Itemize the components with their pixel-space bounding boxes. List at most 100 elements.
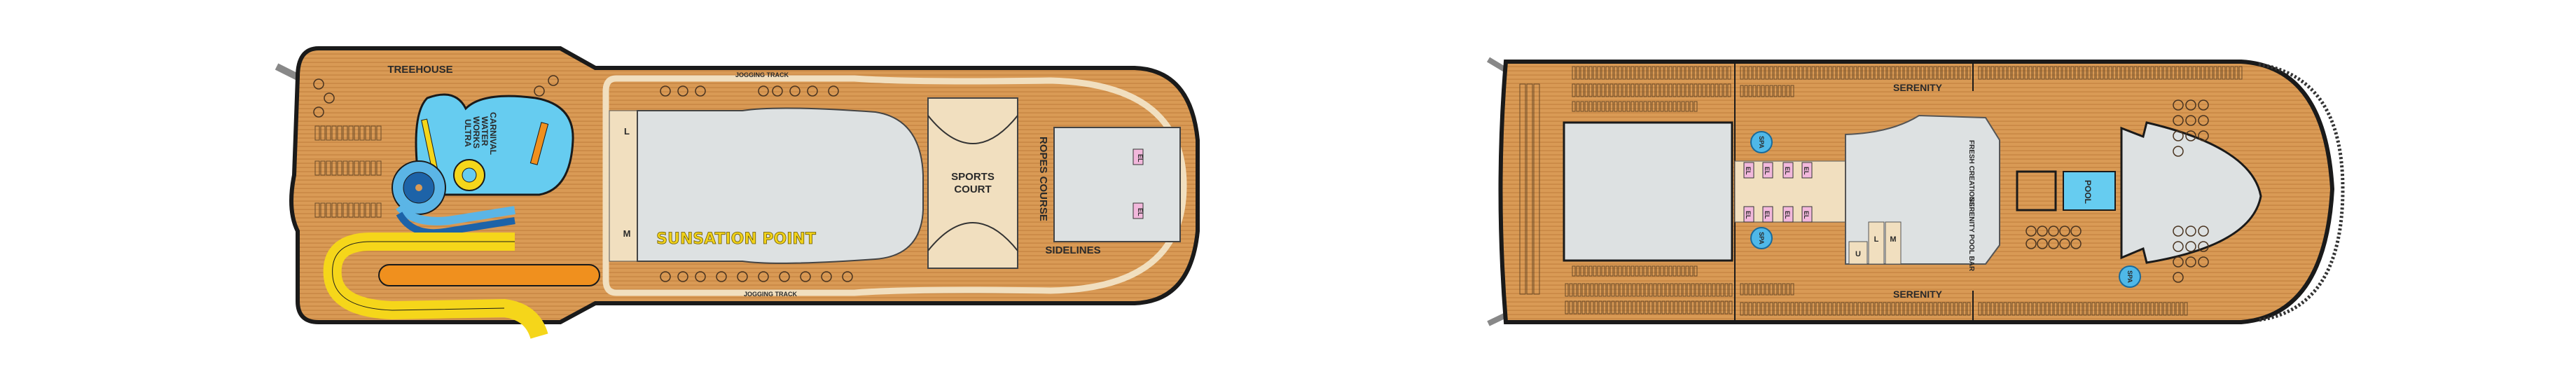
pool-label: POOL (2083, 180, 2093, 204)
lounger (1720, 283, 1724, 297)
lounger (342, 125, 348, 141)
table (2070, 238, 2082, 249)
elevator (1743, 206, 1754, 223)
lounger (1588, 101, 1593, 112)
lounger (1702, 66, 1706, 80)
lounger (314, 125, 320, 141)
lounger (1584, 265, 1588, 277)
lounger (1982, 66, 1986, 80)
lounger (1849, 302, 1853, 316)
lounger (348, 202, 354, 218)
lounger (2180, 302, 2184, 316)
table (677, 271, 688, 282)
lounger (2125, 66, 2129, 80)
lounger (1577, 300, 1581, 314)
lounger (2058, 66, 2062, 80)
table (2198, 256, 2209, 268)
lounger (2100, 66, 2104, 80)
lounger (1836, 302, 1841, 316)
lounger (1681, 66, 1685, 80)
lounger (2213, 66, 2217, 80)
lounger (1651, 83, 1656, 97)
lounger (1674, 300, 1678, 314)
lounger (1790, 283, 1794, 296)
lounger (354, 202, 359, 218)
lounger (2100, 302, 2104, 316)
lounger (1811, 302, 1815, 316)
lounger (1660, 265, 1664, 277)
lounger (1941, 302, 1946, 316)
lounger (1626, 265, 1630, 277)
lounger (1656, 265, 1660, 277)
lounger (1716, 283, 1720, 297)
lounger (2054, 66, 2058, 80)
lounger (348, 160, 354, 176)
table (2059, 226, 2070, 237)
lounger (2091, 66, 2096, 80)
lounger (1577, 283, 1581, 297)
lounger (1635, 265, 1639, 277)
table (2048, 226, 2059, 237)
lounger (1569, 300, 1573, 314)
lounger (1832, 66, 1836, 80)
lounger (1702, 83, 1706, 97)
lounger (1916, 302, 1920, 316)
lounger (1668, 101, 1673, 112)
lounger (1740, 66, 1744, 80)
lounger (1769, 283, 1773, 296)
lounger (1615, 300, 1619, 314)
lounger (1573, 300, 1577, 314)
lounger (2180, 66, 2184, 80)
lounger (1929, 302, 1933, 316)
lounger (1611, 283, 1615, 297)
lounger (1933, 66, 1937, 80)
lounger (1609, 265, 1614, 277)
table (2198, 226, 2209, 237)
lounger (354, 160, 359, 176)
lounger (1666, 283, 1670, 297)
lounger (1632, 300, 1636, 314)
spa-badge-3: SPA (2119, 265, 2141, 288)
lounger (1622, 66, 1626, 80)
lounger (1572, 101, 1576, 112)
lounger (1769, 85, 1773, 97)
restroom-u-label: U (1855, 250, 1861, 258)
lounger (1678, 283, 1682, 297)
lounger (1920, 302, 1925, 316)
blue-coil-center (415, 184, 422, 191)
lounger (1618, 66, 1622, 80)
table (2185, 256, 2196, 268)
lounger (1635, 101, 1639, 112)
dark-blue-slide (396, 212, 515, 237)
lounger (1706, 83, 1710, 97)
restroom-l (1868, 221, 1885, 265)
lounger (1664, 265, 1668, 277)
lounger (1597, 265, 1601, 277)
lounger (1740, 85, 1744, 97)
lounger (1790, 302, 1794, 316)
lounger (1853, 66, 1857, 80)
lounger (1639, 265, 1643, 277)
lounger (1773, 283, 1778, 296)
restroom-u (1848, 241, 1868, 265)
elevator-label: EL (1745, 211, 1752, 219)
lounger (1782, 283, 1786, 296)
table (313, 106, 324, 118)
lounger (2020, 302, 2024, 316)
lounger (1694, 265, 1698, 277)
lounger (365, 125, 371, 141)
lounger (1628, 283, 1632, 297)
lounger (1607, 283, 1611, 297)
lounger (1933, 302, 1937, 316)
lounger (1581, 283, 1586, 297)
lounger (1710, 66, 1715, 80)
forward-interior (1053, 127, 1181, 242)
elevator (1801, 206, 1813, 223)
table (2198, 130, 2209, 141)
lounger (2041, 66, 2045, 80)
lounger (1715, 66, 1719, 80)
lounger (1761, 85, 1765, 97)
table (758, 85, 769, 97)
lounger (1941, 66, 1946, 80)
